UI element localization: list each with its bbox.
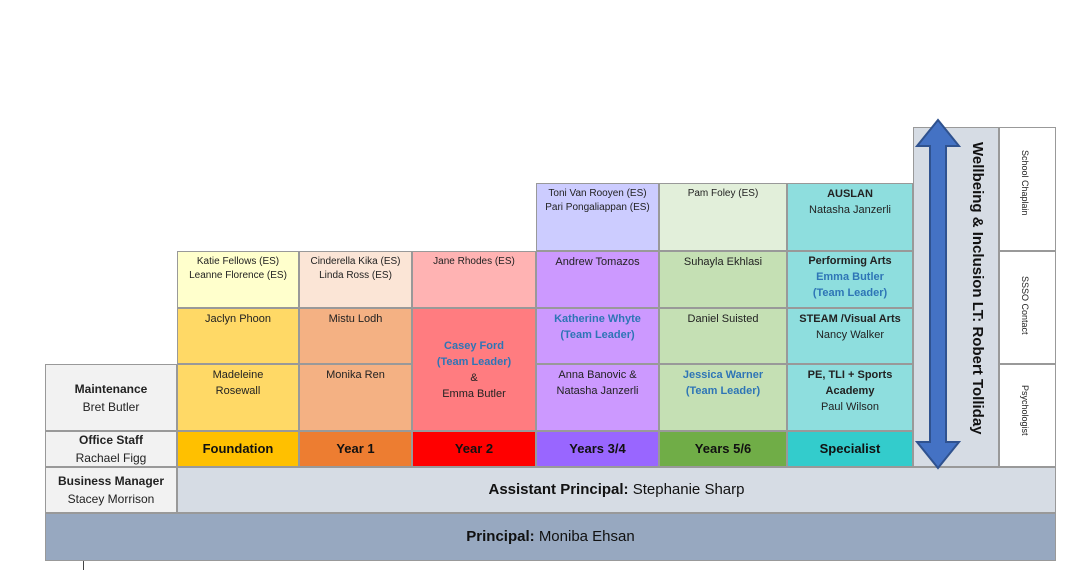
years56-leader-name: Jessica Warner [682,369,764,381]
year2-ampersand: & [470,371,478,384]
specialist-pe-title-1: PE, TLI + Sports [807,369,893,381]
wellbeing-panel [913,127,999,467]
year1-es-1: Cinderella Kika (ES) [310,256,401,267]
specialist-auslan-name: Natasha Janzerli [809,204,891,216]
business-manager-box: Business Manager Stacey Morrison [45,467,177,513]
specialist-steam-title: STEAM /Visual Arts [799,313,901,325]
year1-teacher-1: Mistu Lodh [299,308,412,364]
header-specialist: Specialist [787,431,913,467]
years34-teacher-0: Andrew Tomazos [536,251,659,308]
year1-teacher-2: Monika Ren [299,364,412,431]
office-staff-box: Office Staff Rachael Figg [45,431,177,467]
years56-es-cell: Pam Foley (ES) [659,183,787,251]
business-manager-label: Business Manager [57,474,165,488]
support-ssso: SSSO Contact [1020,276,1030,335]
wellbeing-title: Wellbeing & Inclusion LT: [969,142,986,323]
foundation-es-cell: Katie Fellows (ES) Leanne Florence (ES) [177,251,299,308]
foundation-teacher-2: Madeleine Rosewall [177,364,299,431]
maintenance-label: Maintenance [74,381,148,396]
header-year1: Year 1 [299,431,412,467]
years34-es-1: Toni Van Rooyen (ES) [548,188,647,199]
year2-es-1: Jane Rhodes (ES) [433,256,515,267]
support-psychologist-cell: Psychologist [999,364,1056,467]
divider-line [83,561,84,570]
principal-label: Principal: [466,528,535,545]
years34-teacher-2-line1: Anna Banovic & [558,369,637,381]
principal-bar: Principal: Moniba Ehsan [45,513,1056,561]
specialist-auslan-cell: AUSLAN Natasha Janzerli [787,183,913,251]
specialist-performing-title: Performing Arts [808,255,892,267]
support-ssso-cell: SSSO Contact [999,251,1056,364]
years56-teacher-1-name: Daniel Suisted [687,313,759,325]
foundation-teacher-2-line1: Madeleine [212,369,264,381]
specialist-performing-cell: Performing Arts Emma Butler (Team Leader… [787,251,913,308]
year2-es-cell: Jane Rhodes (ES) [412,251,536,308]
header-years34: Years 3/4 [536,431,659,467]
year2-leader-role: (Team Leader) [436,355,512,368]
header-years56: Years 5/6 [659,431,787,467]
specialist-pe-cell: PE, TLI + Sports Academy Paul Wilson [787,364,913,431]
support-chaplain-cell: School Chaplain [999,127,1056,251]
assistant-principal-bar: Assistant Principal: Stephanie Sharp [177,467,1056,513]
specialist-steam-name: Nancy Walker [815,329,885,341]
year2-other-teacher: Emma Butler [442,387,506,400]
double-arrow-icon [914,118,962,470]
years34-es-cell: Toni Van Rooyen (ES) Pari Pongaliappan (… [536,183,659,251]
year1-teacher-2-name: Monika Ren [326,369,385,381]
years34-es-2: Pari Pongaliappan (ES) [545,202,650,213]
maintenance-box: Maintenance Bret Butler [45,364,177,431]
years56-teacher-1: Daniel Suisted [659,308,787,364]
header-year2: Year 2 [412,431,536,467]
office-staff-name: Rachael Figg [75,451,147,465]
years34-leader-role: (Team Leader) [560,329,635,341]
years56-leader-role: (Team Leader) [685,385,761,397]
years34-teacher-2: Anna Banovic & Natasha Janzerli [536,364,659,431]
years56-teacher-0: Suhayla Ekhlasi [659,251,787,308]
wellbeing-name: Robert Tolliday [969,326,986,435]
business-manager-name: Stacey Morrison [67,492,155,506]
assistant-principal-name: Stephanie Sharp [632,481,745,498]
year1-es-cell: Cinderella Kika (ES) Linda Ross (ES) [299,251,412,308]
years34-leader-name: Katherine Whyte [554,313,641,325]
foundation-teacher-1: Jaclyn Phoon [177,308,299,364]
foundation-es-2: Leanne Florence (ES) [189,270,287,281]
foundation-teacher-2-line2: Rosewall [215,385,261,397]
years34-teacher-0-name: Andrew Tomazos [555,256,640,268]
years56-es-1: Pam Foley (ES) [687,188,759,199]
header-foundation: Foundation [177,431,299,467]
years56-leader-cell: Jessica Warner (Team Leader) [659,364,787,431]
specialist-pe-name: Paul Wilson [820,401,880,413]
principal-name: Moniba Ehsan [538,528,635,545]
foundation-es-1: Katie Fellows (ES) [196,256,280,267]
specialist-performing-name: Emma Butler [816,271,884,283]
specialist-performing-role: (Team Leader) [812,287,888,299]
support-chaplain: School Chaplain [1020,150,1030,216]
years34-teacher-2-line2: Natasha Janzerli [556,385,639,397]
year2-teachers-cell: Casey Ford (Team Leader) & Emma Butler [412,308,536,431]
maintenance-name: Bret Butler [82,399,140,414]
year2-leader-name: Casey Ford [444,339,504,352]
office-staff-label: Office Staff [78,433,143,447]
year1-teacher-1-name: Mistu Lodh [328,313,383,325]
assistant-principal-label: Assistant Principal: [488,481,629,498]
support-psychologist: Psychologist [1020,385,1030,436]
year1-es-2: Linda Ross (ES) [319,270,392,281]
specialist-pe-title-2: Academy [825,385,875,397]
years34-leader-cell: Katherine Whyte (Team Leader) [536,308,659,364]
specialist-steam-cell: STEAM /Visual Arts Nancy Walker [787,308,913,364]
wellbeing-label: Wellbeing & Inclusion LT: Robert Tollida… [967,142,987,435]
foundation-teacher-1-name: Jaclyn Phoon [204,313,272,325]
specialist-auslan-title: AUSLAN [827,188,873,200]
years56-teacher-0-name: Suhayla Ekhlasi [683,256,763,268]
